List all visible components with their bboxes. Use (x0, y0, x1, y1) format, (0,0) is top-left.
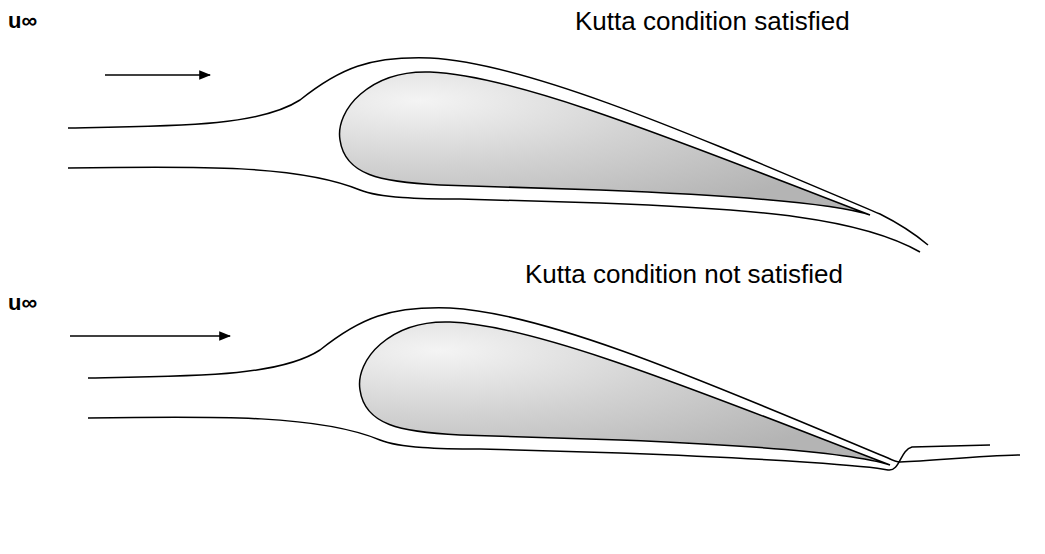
airfoil-bottom (88, 308, 1020, 470)
panel-title: Kutta condition not satisfied (525, 259, 843, 290)
velocity-symbol: u∞ (8, 290, 37, 316)
panel-title: Kutta condition satisfied (575, 6, 850, 37)
velocity-symbol: u∞ (8, 8, 37, 34)
airfoil-top (68, 58, 928, 252)
freestream-arrow (105, 74, 210, 76)
freestream-arrow (70, 335, 230, 337)
